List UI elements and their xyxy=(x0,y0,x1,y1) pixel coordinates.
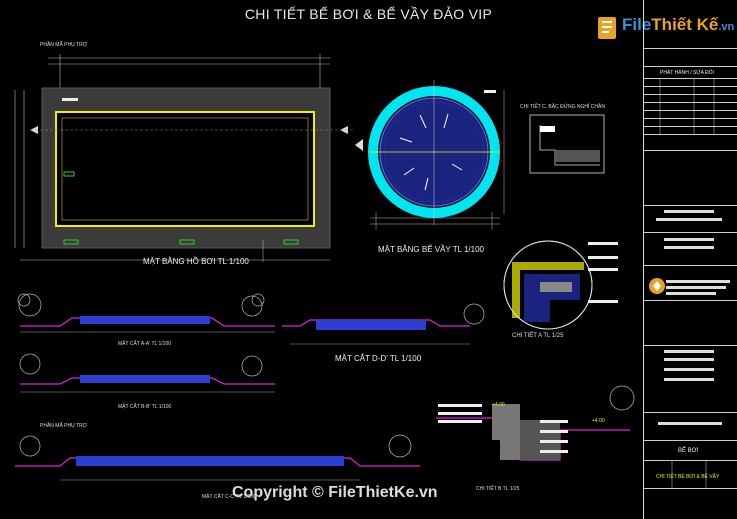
label-detail-c: CHI TIẾT C. BẬC ĐỨNG NGHỈ CHÂN xyxy=(520,104,605,110)
label-phan-ma-2: PHẦN MÃ PHỤ TRỢ xyxy=(40,423,87,429)
label-phan-ma-1: PHẦN MÃ PHỤ TRỢ xyxy=(40,42,87,48)
label-section-cc: MẶT CẮT C-C' TL 1/100 xyxy=(202,494,256,500)
label-plan-spa: MẶT BẰNG BỂ VẦY TL 1/100 xyxy=(378,245,484,254)
drawing-name: BỂ BƠI xyxy=(678,448,699,454)
section-c xyxy=(15,456,420,481)
level-mark-1: +4.00 xyxy=(492,402,505,408)
label-plan-pool: MẶT BẰNG HỒ BƠI TL 1/100 xyxy=(143,257,249,266)
label-detail-a: CHI TIẾT A TL 1/25 xyxy=(512,333,564,339)
cad-drawing xyxy=(14,54,635,481)
logo-icon xyxy=(598,17,616,39)
detail-c-frame xyxy=(529,114,605,174)
title-block-lines xyxy=(656,78,722,488)
company-stamp-icon xyxy=(649,278,665,294)
label-section-aa: MẶT CẮT A-A' TL 1/100 xyxy=(118,341,172,347)
revision-heading: PHÁT HÀNH / SỬA ĐỔI xyxy=(660,70,714,76)
copyright-watermark: Copyright © FileThietKe.vn xyxy=(232,484,438,501)
level-mark-2: +4.00 xyxy=(592,418,605,424)
pool-dimension-lines xyxy=(14,54,330,261)
title-block: PHÁT HÀNH / SỬA ĐỔI BỂ BƠI CHI TIẾT BỂ B… xyxy=(643,0,737,519)
drawing-subtitle: CHI TIẾT BỂ BƠI & BỂ VẦY xyxy=(656,474,720,480)
label-section-dd: MẶT CẮT D-D' TL 1/100 xyxy=(335,354,422,363)
label-section-bb: MẶT CẮT B-B' TL 1/100 xyxy=(118,404,172,410)
section-d xyxy=(282,319,470,345)
pool-outline xyxy=(55,111,315,227)
section-a xyxy=(20,316,275,333)
company-name-lines xyxy=(666,280,730,295)
drawing-title: CHI TIẾT BỂ BƠI & BỂ VẦY ĐẢO VIP xyxy=(244,6,493,22)
label-detail-b: CHI TIẾT B TL 1/25 xyxy=(476,486,520,492)
section-b xyxy=(20,375,275,393)
